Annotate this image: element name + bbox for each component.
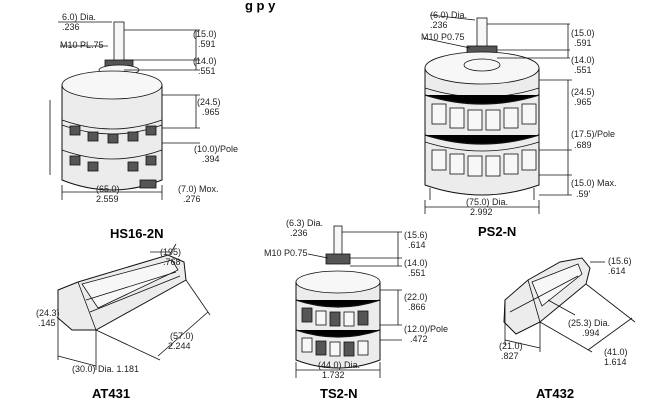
hs16-dmax-in: .276 [183, 194, 201, 204]
at432-dia-in: .994 [582, 328, 600, 338]
hs16-label: HS16-2N [110, 226, 163, 241]
ps2-d15-in: .591 [574, 38, 592, 48]
ts2-d14-in: .551 [408, 268, 426, 278]
at431-knob-drawing [57, 243, 211, 370]
ts2-d156: (15.6) [404, 230, 428, 240]
ts2-d156-in: .614 [408, 240, 426, 250]
ts2-d14: (14.0) [404, 258, 428, 268]
ps2-pole: (17.5)/Pole [571, 129, 615, 139]
ps2-shaft-dia: (6.0) Dia. [430, 10, 467, 20]
hs16-terminal-bottom [139, 179, 157, 189]
hs16-d15: (15.0) [193, 29, 217, 39]
at432-d156-in: .614 [608, 266, 626, 276]
at432-d210: (21.0) [499, 341, 523, 351]
hs16-2n-drawing [49, 21, 200, 200]
ts2-dia-in: 1.732 [322, 370, 345, 380]
hs16-d245-in: .965 [202, 107, 220, 117]
ts2-dia: (44.0) Dia. [318, 360, 360, 370]
ts2-d22-in: .866 [408, 302, 426, 312]
hs16-d245: (24.5) [197, 97, 221, 107]
hs16-pole: (10.0)/Pole [194, 144, 238, 154]
hs16-shaft [113, 21, 125, 63]
ps2-label: PS2-N [478, 224, 516, 239]
ps2-shaft [476, 17, 488, 49]
ts2-pole-in: .472 [410, 334, 428, 344]
at432-d156: (15.6) [608, 256, 632, 266]
ps2-dia-in: 2.992 [470, 207, 493, 217]
hs16-thread: M10 PL.75 [60, 40, 104, 50]
ps2-dmax: (15.0) Max. [571, 178, 617, 188]
ts2-pole: (12.0)/Pole [404, 324, 448, 334]
ts2-shaft-dia-in: .236 [290, 228, 308, 238]
hs16-d14-in: .551 [198, 66, 216, 76]
ps2-d14: (14.0) [571, 55, 595, 65]
ts2-nut [325, 253, 351, 265]
at432-dia: (25.3) Dia. [568, 318, 610, 328]
ts2-top-face [295, 270, 381, 294]
ps2-pole-in: .689 [574, 140, 592, 150]
hs16-d650: (65.0) [96, 184, 120, 194]
at431-d570-in: 2.244 [168, 341, 191, 351]
ps2-d245-in: .965 [574, 97, 592, 107]
ts2-label: TS2-N [320, 386, 358, 401]
ps2-thread: M10 P0.75 [421, 32, 465, 42]
hs16-d14: (14.0) [193, 56, 217, 66]
hs16-dmax: (7.0) Mox. [178, 184, 219, 194]
at431-d570: (57.0) [170, 331, 194, 341]
ps2-d14-in: .551 [574, 65, 592, 75]
ts2-shaft-dia: (6.3) Dia. [286, 218, 323, 228]
hs16-d15-in: .591 [198, 39, 216, 49]
hs16-shaft-dia-in: .236 [62, 22, 80, 32]
at432-d410: (41.0) [604, 347, 628, 357]
at432-d210-in: .827 [501, 351, 519, 361]
ps2-n-drawing [422, 14, 572, 214]
at431-d195: (195) [160, 247, 181, 257]
hs16-shaft-dia: 6.0) Dia. [62, 12, 96, 22]
at431-label: AT431 [92, 386, 130, 401]
at431-d243-in: .145 [38, 318, 56, 328]
hs16-pole-in: .394 [202, 154, 220, 164]
at431-d195-in: .768 [163, 257, 181, 267]
ps2-d245: (24.5) [571, 87, 595, 97]
ps2-shaft-dia-in: .236 [430, 20, 448, 30]
at431-d243: (24.3) [36, 308, 60, 318]
ps2-d15: (15.0) [571, 28, 595, 38]
hs16-d650-in: 2.559 [96, 194, 119, 204]
at432-d410-in: 1.614 [604, 357, 627, 367]
header-title-fragment: g p y [245, 0, 276, 13]
hs16-top-face [61, 70, 163, 100]
at431-dia: (30.0) Dia. 1.181 [72, 364, 139, 374]
ts2-shaft [333, 225, 343, 257]
ts2-n-drawing [295, 225, 402, 378]
ts2-thread: M10 P0.75 [264, 248, 308, 258]
at432-knob-drawing [503, 257, 636, 353]
at432-label: AT432 [536, 386, 574, 401]
ps2-dia: (75.0) Dia. [466, 197, 508, 207]
ps2-dmax-in: .59' [576, 189, 591, 199]
ts2-d22: (22.0) [404, 292, 428, 302]
